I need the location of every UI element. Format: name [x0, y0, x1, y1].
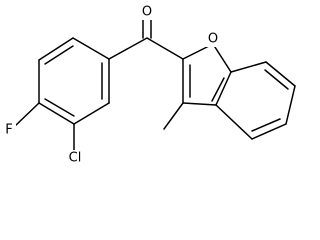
bond-c7a-c7 [230, 61, 267, 73]
chlorofluorophenyl-ring [38, 37, 110, 125]
bond-c7-c6-inner [264, 69, 289, 90]
bond-c7a-c3a-inner [211, 77, 225, 102]
bond-c7a-c3a [215, 71, 232, 106]
atom-label-furan-oxygen: O [206, 31, 220, 47]
atom-label-fluorine: F [3, 122, 16, 138]
benzo-ring [211, 61, 296, 140]
bond-c6-c5 [285, 85, 296, 125]
bond-a2-a3-inner [44, 45, 74, 65]
bond-c3-methyl [163, 102, 184, 130]
bond-o1-c7a [212, 43, 232, 73]
furan-ring [182, 43, 232, 106]
atom-label-carbonyl-oxygen: O [140, 4, 154, 20]
furan-oxygen-label: O [208, 32, 218, 47]
atom-label-chlorine: Cl [64, 150, 86, 166]
bond-aryl-fluorine [14, 102, 40, 127]
bond-c5-c4 [251, 123, 287, 140]
bond-carbonyl-c2 [146, 37, 184, 60]
bond-a2-a3 [38, 37, 74, 61]
bond-aryl-carbonyl [108, 37, 148, 60]
fluorine-label: F [5, 123, 12, 138]
bond-a4-a5 [38, 102, 75, 125]
bond-a1-a2 [72, 37, 110, 60]
carbonyl-oxygen-label: O [142, 5, 152, 20]
bond-a4-a5-inner [44, 98, 75, 117]
chlorine-label: Cl [69, 151, 82, 166]
bond-c4-c3a [215, 104, 253, 140]
bond-c3a-c3 [182, 102, 217, 106]
bond-c5-c4-inner [251, 118, 281, 132]
molecule-structure-diagram: O O F Cl [3, 4, 296, 166]
bond-a5-a6 [73, 102, 110, 125]
bond-c7-c6 [265, 61, 296, 87]
